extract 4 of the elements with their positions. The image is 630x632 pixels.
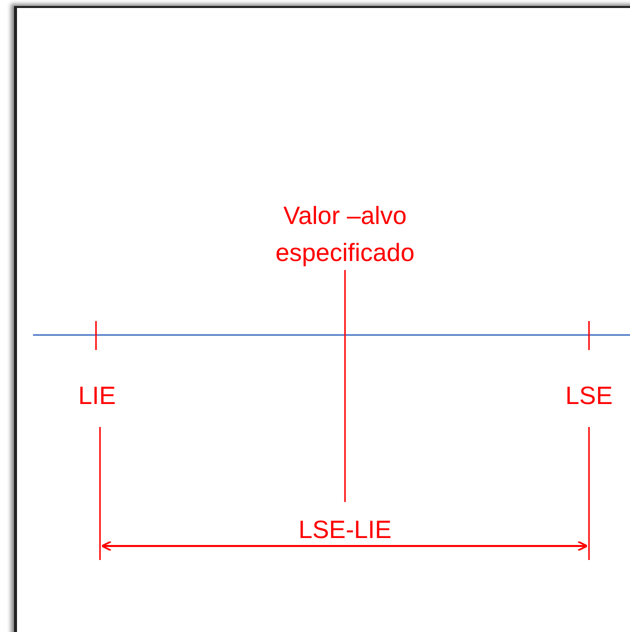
limit-label: LIE xyxy=(78,381,116,412)
limit-label: LSE xyxy=(565,381,613,412)
dimension-label: LSE-LIE xyxy=(298,515,392,546)
target-label: Valor –alvo especificado xyxy=(274,201,416,269)
